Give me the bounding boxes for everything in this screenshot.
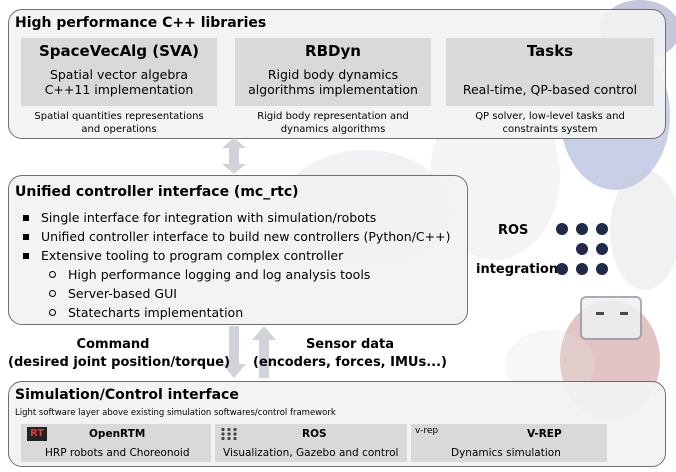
library-desc-line: Real-time, QP-based control [462,82,638,97]
library-name: RBDyn [305,42,361,60]
libraries-panel-title: High performance C++ libraries [15,15,267,31]
sub-list-item: High performance logging and log analysi… [21,265,450,284]
sim-box-vrep: v-rep V-REP Dynamics simulation [411,424,607,462]
simulation-panel-title: Simulation/Control interface [15,387,239,403]
sim-box-ros: ROS Visualization, Gazebo and control [215,424,407,462]
library-desc-line: Rigid body dynamics [267,67,399,82]
library-box-tasks: Tasks Real-time, QP-based control [446,38,654,106]
sim-box-openrtm: RT OpenRTM HRP robots and Choreonoid [21,424,211,462]
simulation-panel-subtitle: Light software layer above existing simu… [15,408,336,418]
library-note-sva: Spatial quantities representations and o… [34,111,204,135]
list-item: Single interface for integration with si… [21,208,450,227]
list-item: Extensive tooling to program complex con… [21,246,450,265]
controller-panel-title: Unified controller interface (mc_rtc) [15,184,299,200]
controller-bullet-list: Single interface for integration with si… [21,208,450,322]
library-desc-line: C++11 implementation [44,82,194,97]
list-item: Unified controller interface to build ne… [21,227,450,246]
robot-face-image [580,296,642,340]
sub-list-item: Server-based GUI [21,284,450,303]
ros-logo-icon [221,427,237,441]
sensor-data-label: Sensor data (encoders, forces, IMUs...) [253,337,447,370]
library-desc-line: algorithms implementation [248,82,418,97]
library-box-sva: SpaceVecAlg (SVA) Spatial vector algebra… [21,38,217,106]
sub-list-item: Statecharts implementation [21,303,450,322]
openrtm-logo-icon: RT [27,427,47,441]
libraries-panel: High performance C++ libraries SpaceVecA… [8,9,666,139]
library-desc-line: Spatial vector algebra [49,67,189,82]
library-name: Tasks [526,42,574,60]
controller-panel: Unified controller interface (mc_rtc) Si… [8,175,468,325]
ros-integration-label: integration [476,262,559,277]
library-note-tasks: QP solver, low-level tasks and constrain… [475,111,625,135]
library-box-rbdyn: RBDyn Rigid body dynamics algorithms imp… [235,38,431,106]
library-name: SpaceVecAlg (SVA) [38,42,199,60]
library-note-rbdyn: Rigid body representation and dynamics a… [257,111,409,135]
ros-label: ROS [498,223,529,238]
vrep-logo-icon: v-rep [415,426,439,436]
down-arrow-icon [222,326,246,378]
up-arrow-icon [252,326,276,378]
simulation-panel: Simulation/Control interface Light softw… [8,381,666,467]
command-label: Command (desired joint position/torque) [8,337,231,370]
double-arrow-icon [222,138,246,174]
